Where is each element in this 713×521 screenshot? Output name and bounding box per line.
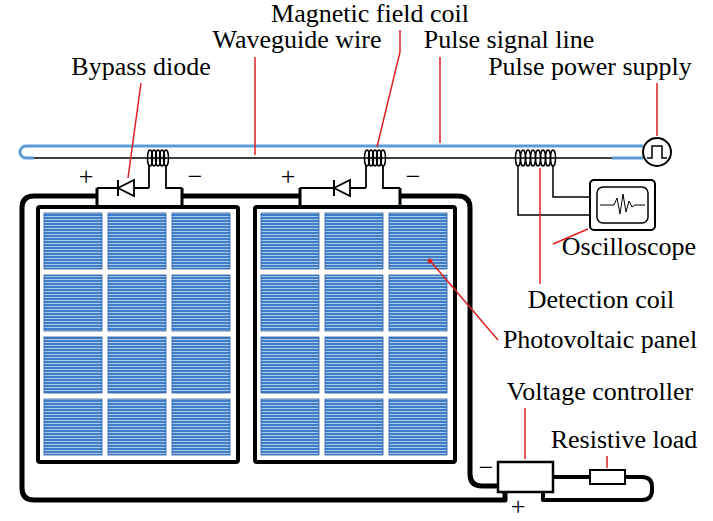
solar-cell — [108, 337, 166, 393]
part-label: Pulse signal line — [424, 27, 594, 53]
coil-turn — [381, 150, 386, 166]
bypass-diode-symbol — [118, 180, 134, 196]
main-wire — [22, 196, 505, 500]
part-label: Oscilloscope — [562, 234, 696, 260]
solar-cell — [261, 399, 319, 455]
solar-cell — [325, 275, 383, 331]
terminal-wire — [97, 188, 400, 207]
part-label: Bypass diode — [71, 54, 210, 80]
terminal-sign: + — [511, 494, 526, 520]
waveform — [600, 194, 645, 214]
solar-cell — [108, 399, 166, 455]
magnetic-field-coil — [148, 150, 169, 166]
solar-cell — [172, 399, 230, 455]
leader-line — [439, 57, 441, 143]
solar-cell — [44, 399, 102, 455]
terminal-sign: − — [406, 164, 421, 190]
solar-cell — [389, 213, 447, 269]
part-label: Pulse power supply — [488, 54, 692, 80]
part-label: Magnetic field coil — [271, 1, 469, 27]
solar-cell — [172, 275, 230, 331]
leader-line — [606, 456, 608, 468]
solar-cell — [44, 213, 102, 269]
solar-cell — [389, 275, 447, 331]
leader-line — [432, 263, 498, 340]
solar-cell — [108, 275, 166, 331]
leader-line — [524, 408, 526, 459]
part-label: Detection coil — [528, 287, 675, 313]
leader-dot — [428, 259, 433, 264]
leader-line — [656, 83, 658, 136]
solar-cell — [261, 213, 319, 269]
leader-line — [254, 57, 256, 155]
bypass-diode-symbol — [334, 180, 350, 196]
solar-cell — [325, 399, 383, 455]
solar-cell — [44, 275, 102, 331]
terminal-sign: + — [281, 164, 296, 190]
terminal-sign: + — [79, 164, 94, 190]
resistor-symbol — [590, 470, 625, 484]
voltage-controller-box — [498, 462, 553, 492]
solar-cell — [325, 337, 383, 393]
part-label: Photovoltaic panel — [503, 327, 697, 353]
series-wire — [182, 194, 300, 199]
solar-cell — [172, 337, 230, 393]
terminal-sign: − — [188, 164, 203, 190]
solar-cell — [389, 399, 447, 455]
part-label: Voltage controller — [507, 379, 694, 405]
detection-coil — [516, 150, 556, 166]
solar-cells — [44, 213, 447, 455]
pulse-source-symbol — [643, 138, 671, 166]
solar-cell — [44, 337, 102, 393]
pulse-symbol — [647, 146, 667, 158]
solar-cell — [172, 213, 230, 269]
part-label: Waveguide wire — [213, 27, 382, 53]
part-label: Resistive load — [551, 427, 698, 453]
diode-bar — [333, 180, 335, 196]
pulse-signal-line — [612, 157, 643, 160]
coil-turn — [551, 150, 556, 166]
solar-cell — [261, 337, 319, 393]
solar-cell — [108, 213, 166, 269]
solar-cell — [389, 337, 447, 393]
panel-frame — [255, 207, 455, 462]
terminal-sign: − — [479, 455, 494, 481]
leader-line — [539, 168, 541, 284]
diode-wire — [97, 165, 182, 188]
main-wire — [400, 196, 498, 486]
panel-frame — [38, 207, 238, 462]
diode-bar — [117, 180, 119, 196]
coil-lead — [518, 165, 590, 215]
solar-cell — [261, 275, 319, 331]
oscilloscope-screen — [597, 187, 648, 223]
solar-cell — [325, 213, 383, 269]
leader-line — [128, 83, 141, 178]
magnetic-field-coil — [365, 150, 386, 166]
oscilloscope-body — [590, 180, 655, 230]
coil-turn — [164, 150, 169, 166]
